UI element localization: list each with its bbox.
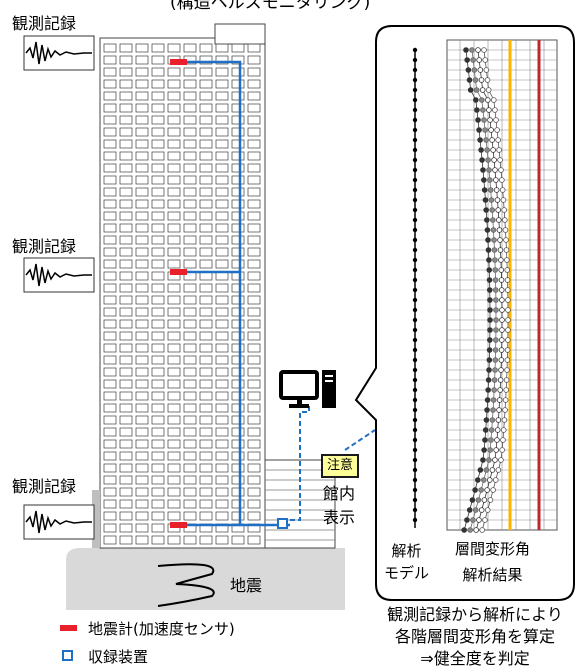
notice-caption: 館内 表示 — [323, 484, 356, 527]
ground — [66, 548, 345, 610]
seismograph-icon — [23, 35, 95, 71]
legend-recorder-label: 収録装置 — [88, 648, 149, 666]
observation-label-middle: 観測記録 — [12, 237, 77, 256]
notice-badge: 注意 — [321, 454, 360, 478]
legend-sensor-mark — [60, 625, 77, 631]
model-label: 解析 モデル — [384, 542, 430, 582]
drift-chart — [446, 39, 558, 533]
sensor-bottom — [170, 522, 187, 528]
earthquake-label: 地震 — [230, 576, 263, 595]
header-title: (構造ヘルスモニタリング) — [170, 0, 371, 13]
result-label: 層間変形角 解析結果 — [455, 540, 531, 584]
recorder-icon — [277, 518, 288, 529]
observation-label-bottom: 観測記録 — [12, 477, 77, 496]
seismograph-icon — [23, 257, 95, 293]
caption-line-1: 観測記録から解析により — [387, 605, 563, 624]
analysis-model — [412, 47, 418, 528]
sensor-top — [170, 59, 187, 65]
display-line — [344, 429, 376, 451]
observation-label-top: 観測記録 — [12, 14, 77, 33]
earthquake-icon — [157, 563, 215, 607]
legend-recorder-mark — [62, 650, 73, 661]
caption: 観測記録から解析により 各階層間変形角を算定 ⇒健全度を判定 — [370, 604, 580, 670]
tower — [99, 23, 266, 549]
sensor-middle — [170, 269, 187, 275]
computer-icon — [279, 370, 336, 408]
seismograph-icon — [23, 504, 95, 540]
data-line — [290, 405, 310, 521]
caption-line-3: ⇒健全度を判定 — [420, 649, 530, 668]
caption-line-2: 各階層間変形角を算定 — [394, 627, 555, 646]
sensor-cable — [178, 60, 290, 527]
legend-sensor-label: 地震計(加速度センサ) — [88, 620, 235, 638]
